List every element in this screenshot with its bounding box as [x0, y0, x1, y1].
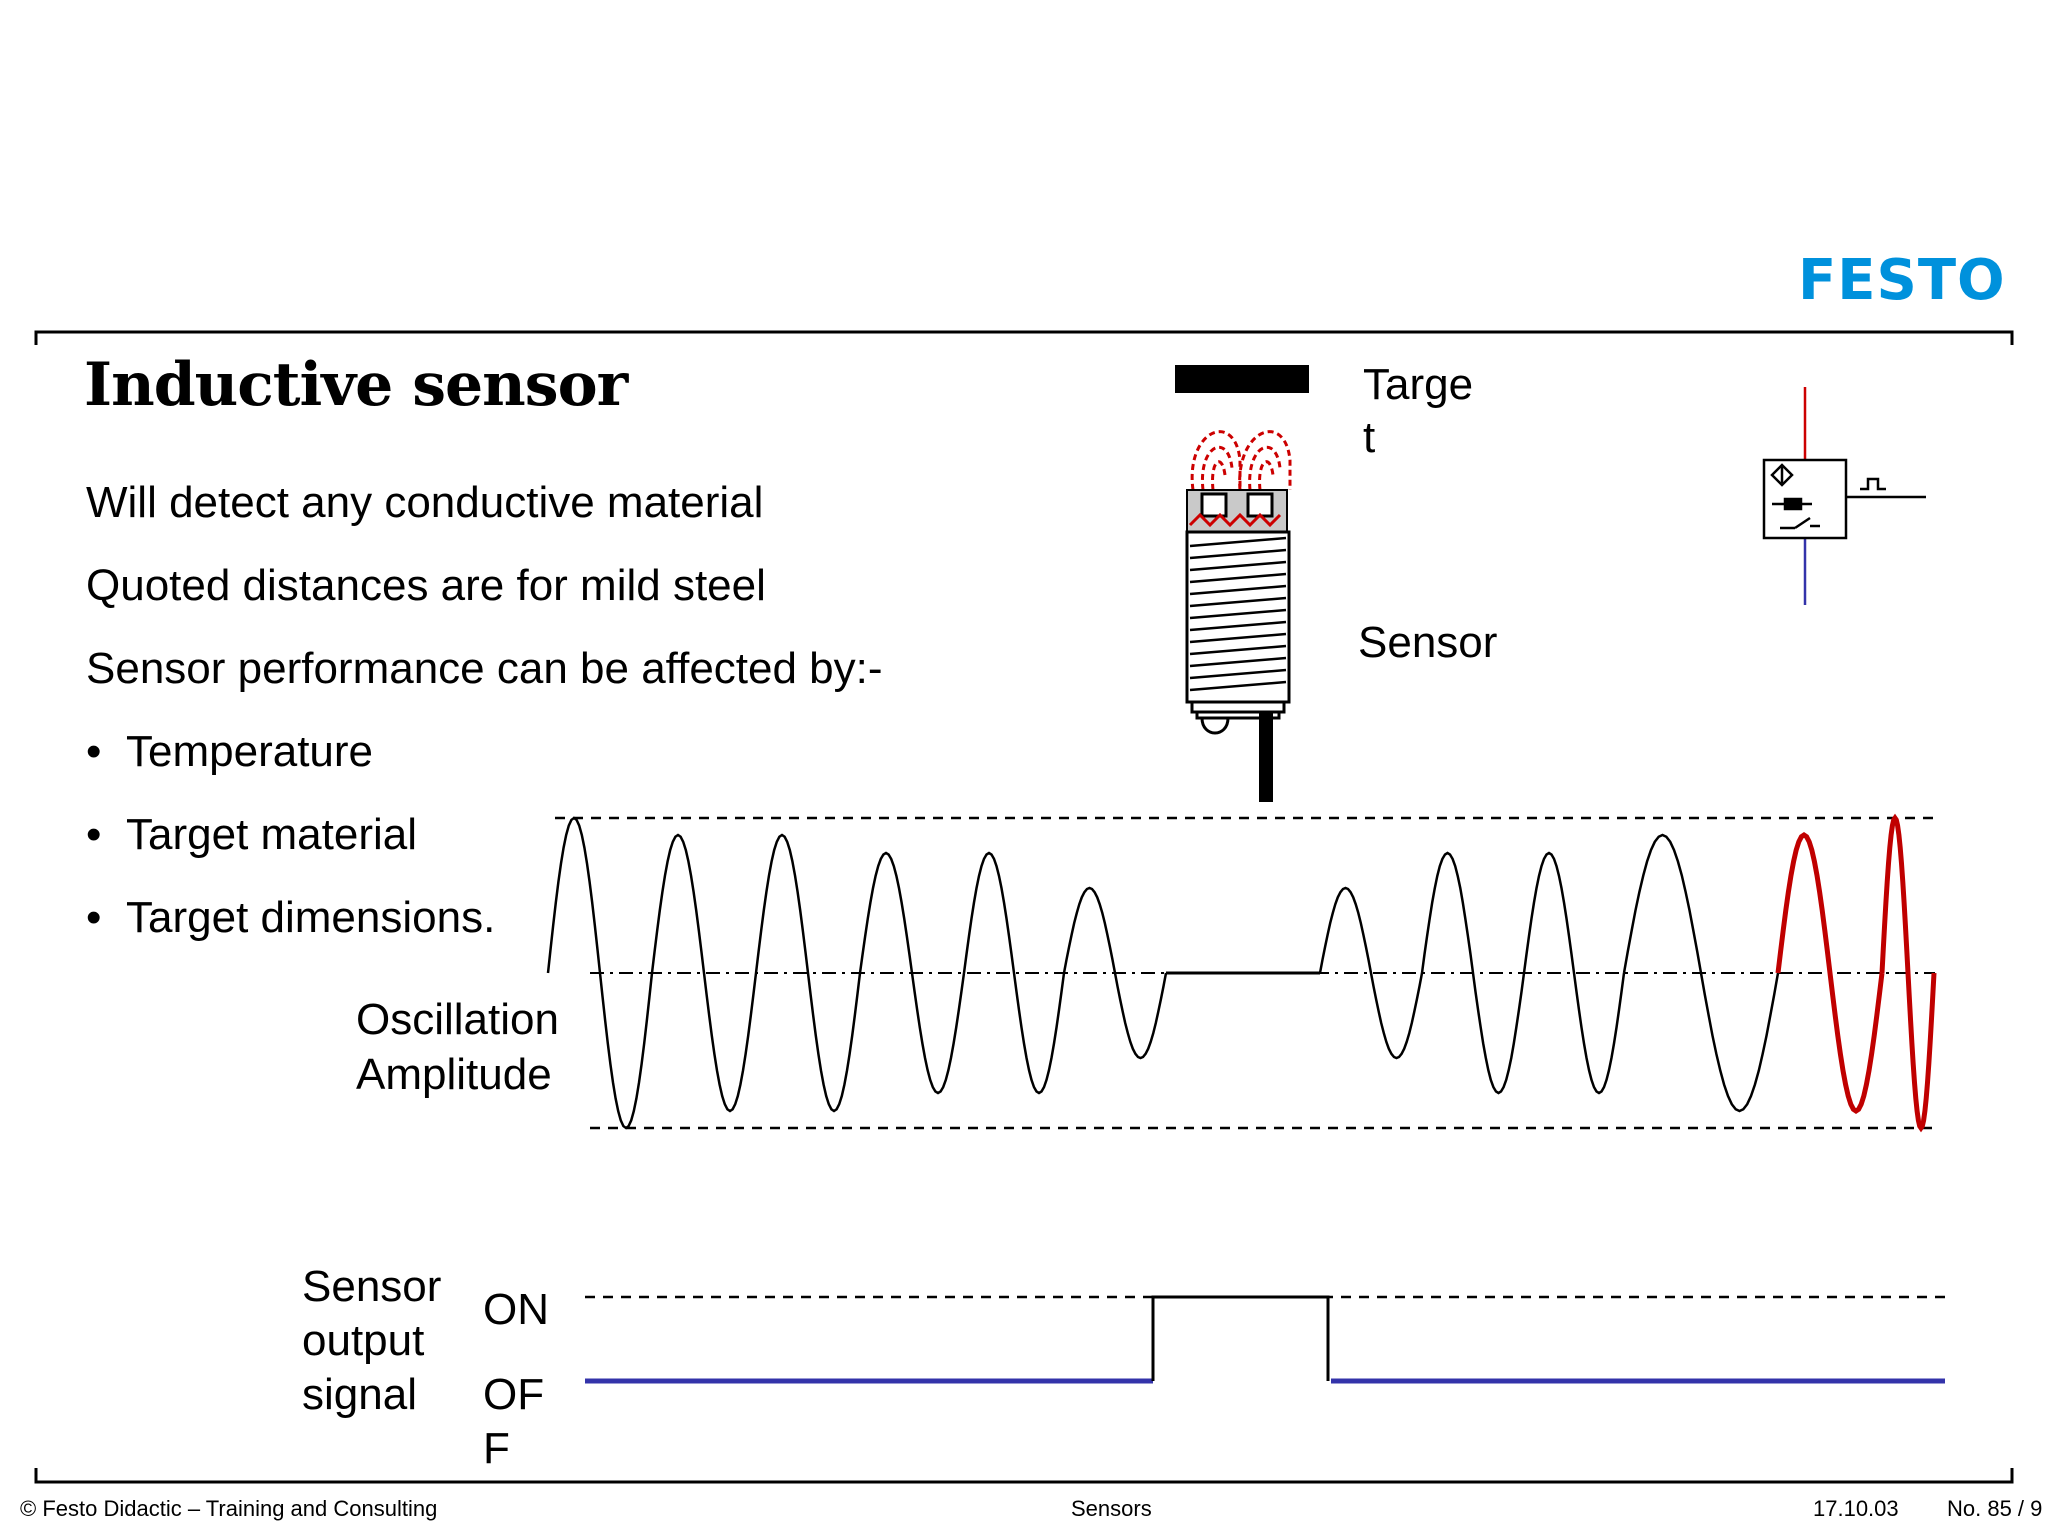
bullet-text: Target dimensions.: [126, 893, 496, 942]
wave-cycle: [1318, 886, 1424, 1060]
off-label-wrap: F: [483, 1424, 510, 1473]
wave-cycle: [546, 816, 654, 1130]
off-label: OF: [483, 1370, 545, 1419]
bullet-dot-icon: •: [86, 810, 102, 859]
wave-cycle: [1622, 833, 1780, 1113]
field-lines: [1190, 430, 1292, 491]
footer-date: 17.10.03: [1813, 1496, 1899, 1521]
bullet-item: • Target dimensions.: [86, 893, 495, 943]
top-frame: [34, 330, 2014, 345]
bullet-text: Temperature: [126, 727, 374, 776]
target-label: Targe: [1363, 360, 1474, 409]
bullet-text: Target material: [126, 810, 418, 859]
target-block: [1175, 365, 1309, 393]
output-label-line2: output: [302, 1316, 425, 1365]
body-line-2: Quoted distances are for mild steel: [86, 561, 766, 610]
bullet-item: • Temperature: [86, 727, 373, 777]
output-signal: [585, 1295, 1950, 1384]
circuit-symbol: [1762, 387, 1926, 605]
wave-cycle: [858, 851, 966, 1095]
body-line-3: Sensor performance can be affected by:-: [86, 644, 883, 693]
footer-section: Sensors: [1071, 1496, 1152, 1521]
wave-cycle: [1522, 851, 1626, 1095]
wave-cycle: [650, 833, 758, 1113]
wave-cycle: [1775, 832, 1885, 1114]
footer-copyright: © Festo Didactic – Training and Consulti…: [20, 1496, 438, 1521]
sensor-thread: [1189, 536, 1287, 692]
sensor-cable: [1259, 712, 1273, 802]
amplitude-label: Amplitude: [356, 1050, 552, 1099]
bottom-frame: [34, 1468, 2014, 1484]
amplitude-envelope: [555, 816, 1935, 1130]
sensor-label: Sensor: [1358, 618, 1498, 667]
sensor-base: [1190, 700, 1286, 735]
footer-page: No. 85 / 9: [1947, 1496, 2043, 1521]
on-label: ON: [483, 1285, 549, 1334]
wave-cycle: [1420, 851, 1526, 1095]
wave-cycle: [962, 851, 1066, 1095]
oscillation-waveform: [546, 813, 1937, 1133]
body-line-1: Will detect any conductive material: [86, 478, 764, 527]
wave-cycle: [1879, 813, 1937, 1133]
oscillation-label: Oscillation: [356, 995, 559, 1044]
target-label-wrap: t: [1363, 413, 1376, 462]
output-label-line1: Sensor: [302, 1262, 442, 1311]
bullet-dot-icon: •: [86, 727, 102, 776]
output-label-line3: signal: [302, 1370, 417, 1419]
wave-cycle: [1062, 886, 1168, 1060]
bullet-item: • Target material: [86, 810, 417, 860]
bullet-dot-icon: •: [86, 893, 102, 942]
wave-cycle: [754, 833, 862, 1113]
festo-logo: FESTO: [1798, 248, 2006, 313]
slide-title: Inductive sensor: [84, 350, 628, 420]
